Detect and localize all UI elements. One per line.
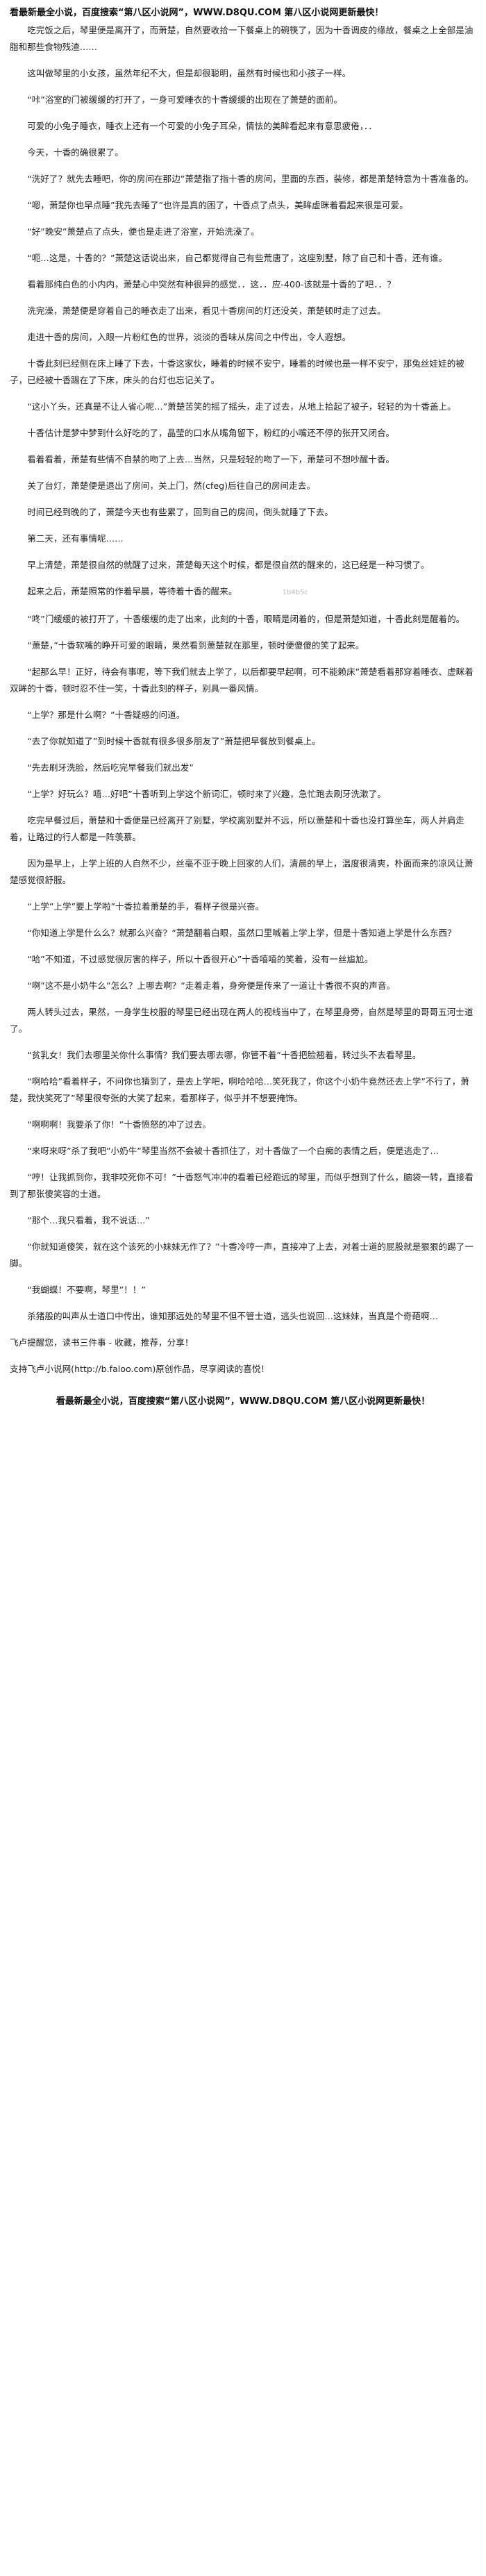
chapter-paragraph: 杀猪般的叫声从士道口中传出，谁知那远处的琴里不但不管士道，逃头也说回…这妹妹，当…: [27, 1311, 439, 1321]
chapter-paragraph: “去了你就知道了”到时候十香就有很多很多朋友了”萧楚把早餐放到餐桌上。: [27, 736, 321, 746]
chapter-paragraph: “好”晚安”萧楚点了点头，便也是走进了浴室，开始洗澡了。: [27, 226, 260, 237]
chapter-paragraph: “我蝴蝶！不要啊，琴里”！！”: [27, 1285, 146, 1295]
chapter-paragraph: 走进十香的房间，入眼一片粉红色的世界，淡淡的香味从房间之中传出，令人遐想。: [27, 332, 351, 342]
site-banner-top: 看最新最全小说，百度搜索“第八区小说网”，WWW.D8QU.COM 第八区小说网…: [10, 8, 384, 18]
chapter-paragraph: “上学”上学”要上学啦”十香拉着萧楚的手，看样子很是兴奋。: [27, 901, 265, 912]
chapter-paragraph: “那个…我只看着，我不说话…”: [27, 1215, 150, 1226]
chapter-paragraph: “咔”浴室的门被缓缓的打开了，一身可爱睡衣的十香缓缓的出现在了萧楚的面前。: [27, 94, 343, 105]
chapter-paragraph: “啊啊啊！我要杀了你！”十香愤怒的冲了过去。: [27, 1119, 212, 1130]
chapter-paragraph: “先去刷牙洗脸，然后吃完早餐我们就出发”: [27, 762, 194, 773]
chapter-paragraph: 两人转头过去，果然，一身学生校服的琴里已经出现在两人的视线当中了，在琴里身旁，自…: [10, 1007, 474, 1034]
chapter-paragraph: “哈”不知道，不过感觉很厉害的样子，所以十香很开心”十香嘻嘻的笑着，没有一丝尴尬…: [27, 954, 374, 964]
chapter-paragraph: “洗好了？就先去睡吧，你的房间在那边”萧楚指了指十香的房间，里面的东西，装修，都…: [27, 174, 474, 184]
chapter-paragraph: “嗯，萧楚你也早点睡”我先去睡了”也许是真的困了，十香点了点头，美眸虚眯着看起来…: [27, 200, 408, 210]
chapter-paragraph: 这叫做琴里的小女孩，虽然年纪不大，但是却很聪明，虽然有时候也和小孩子一样。: [27, 68, 351, 78]
chapter-paragraph: “你知道上学是什么么？就那么兴奋？”萧楚翻着白眼，虽然口里喊着上学上学，但是十香…: [27, 928, 456, 938]
chapter-paragraph: 看着看着，萧楚有些情不自禁的吻了上去…当然，只是轻轻的吻了一下，萧楚可不想吵醒十…: [27, 454, 395, 465]
chapter-paragraph: “上学？那是什么啊？”十香疑惑的问道。: [27, 710, 185, 720]
reading-tip: 飞卢提醒您，读书三件事 - 收藏，推荐，分享！: [10, 1337, 194, 1348]
chapter-paragraph: “哼！让我抓到你，我非咬死你不可！”十香怒气冲冲的看着已经跑远的琴里，而似乎想到…: [10, 1172, 474, 1199]
chapter-paragraph: 看着那纯白色的小内内，萧楚心中突然有种很异的感觉．．这．．应-400-该就是十香…: [27, 279, 396, 290]
chapter-paragraph: “贫乳女！我们去哪里关你什么事情？我们要去哪去哪，你管不着”十香把脸翘着，转过头…: [27, 1050, 421, 1060]
chapter-paragraph: 十香估计是梦中梦到什么好吃的了，晶莹的口水从嘴角留下，粉红的小嘴还不停的张开又闭…: [27, 428, 395, 438]
chapter-paragraph: “起那么早！正好，待会有事呢，等下我们就去上学了，以后都要早起啊，可不能赖床”萧…: [10, 667, 474, 694]
chapter-paragraph: 起来之后，萧楚照常的作着早晨，等待着十香的醒来。1b4b5c: [10, 583, 476, 601]
chapter-paragraph: “上学？好玩么？唔…好吧”十香听到上学这个新词汇，顿时来了兴趣，急忙跑去刷牙洗漱…: [27, 789, 386, 799]
support-notice: 支持飞卢小说网(http://b.faloo.com)原创作品，尽享阅读的喜悦！: [10, 1364, 270, 1374]
chapter-paragraph: 吃完饭之后，琴里便是离开了，而萧楚，自然要收拾一下餐桌上的碗筷了，因为十香调皮的…: [10, 25, 474, 52]
chapter-page: 看最新最全小说，百度搜索“第八区小说网”，WWW.D8QU.COM 第八区小说网…: [10, 8, 476, 1407]
chapter-paragraph: “这小丫头，还真是不让人省心呢…”萧楚苦笑的摇了摇头，走了过去，从地上拾起了被子…: [27, 401, 456, 412]
chapter-paragraph: 今天，十香的确很累了。: [27, 147, 124, 158]
chapter-body: 吃完饭之后，琴里便是离开了，而萧楚，自然要收拾一下餐桌上的碗筷了，因为十香调皮的…: [10, 22, 476, 1325]
chapter-paragraph: “咚”门缓缓的被打开了，十香缓缓的走了出来，此刻的十香，眼睛是闭着的，但是萧楚知…: [27, 614, 465, 624]
stray-mark: 1b4b5c: [282, 589, 308, 596]
chapter-paragraph: 因为是早上，上学上班的人自然不少，丝毫不亚于晚上回家的人们，清晨的早上，温度很清…: [10, 858, 474, 885]
chapter-paragraph: 十香此刻已经侧在床上睡了下去，十香这家伙，睡着的时候不安宁，睡着的时候也是一样不…: [10, 358, 464, 385]
chapter-paragraph: 可爱的小兔子睡衣，睡衣上还有一个可爱的小兔子耳朵，情怯的美眸看起来有意思疲倦，．…: [27, 121, 377, 131]
chapter-paragraph: “啊哈哈”看着样子，不问你也猜到了，是去上学吧，啊哈哈哈…笑死我了，你这个小奶牛…: [10, 1076, 469, 1103]
chapter-paragraph: “呃…这是，十香的？”萧楚这话说出来，自己都觉得自己有些荒唐了，这座别墅，除了自…: [27, 253, 448, 263]
chapter-paragraph: “你就知道傻笑，就在这个该死的小妹妹无作了？”十香冷哼一声，直接冲了上去，对着士…: [10, 1241, 474, 1269]
chapter-paragraph: “萧楚，”十香软嘴的睁开可爱的眼睛，果然看到萧楚就在那里，顿时便傻傻的笑了起来。: [27, 640, 364, 651]
chapter-paragraph: 早上清楚，萧楚很自然的就醒了过来，萧楚每天这个时候，都是很自然的醒来的，这已经是…: [27, 560, 430, 570]
chapter-paragraph: 洗完澡，萧楚便是穿着自己的睡衣走了出来，看见十香房间的灯还没关，萧楚顿时走了过去…: [27, 306, 386, 316]
chapter-paragraph: 关了台灯，萧楚便是退出了房间，关上门，然(cfeg)后往自己的房间走去。: [27, 480, 315, 491]
chapter-paragraph: 吃完早餐过后，萧楚和十香便是已经离开了别墅，学校离别墅并不远，所以萧楚和十香也没…: [10, 815, 464, 842]
chapter-paragraph: “啊”这不是小奶牛么”怎么？上哪去啊？”走着走着，身旁便是传来了一道让十香很不爽…: [27, 980, 396, 991]
chapter-paragraph: “来呀来呀”杀了我吧”小奶牛”琴里当然不会被十香抓住了，对十香做了一个白痴的表情…: [27, 1146, 439, 1156]
site-banner-bottom: 看最新最全小说，百度搜索“第八区小说网”，WWW.D8QU.COM 第八区小说网…: [56, 1396, 430, 1407]
chapter-paragraph: 第二天，还有事情呢……: [27, 533, 124, 544]
chapter-paragraph: 时间已经到晚的了，萧楚今天也有些累了，回到自己的房间，倒头就睡了下去。: [27, 507, 333, 517]
